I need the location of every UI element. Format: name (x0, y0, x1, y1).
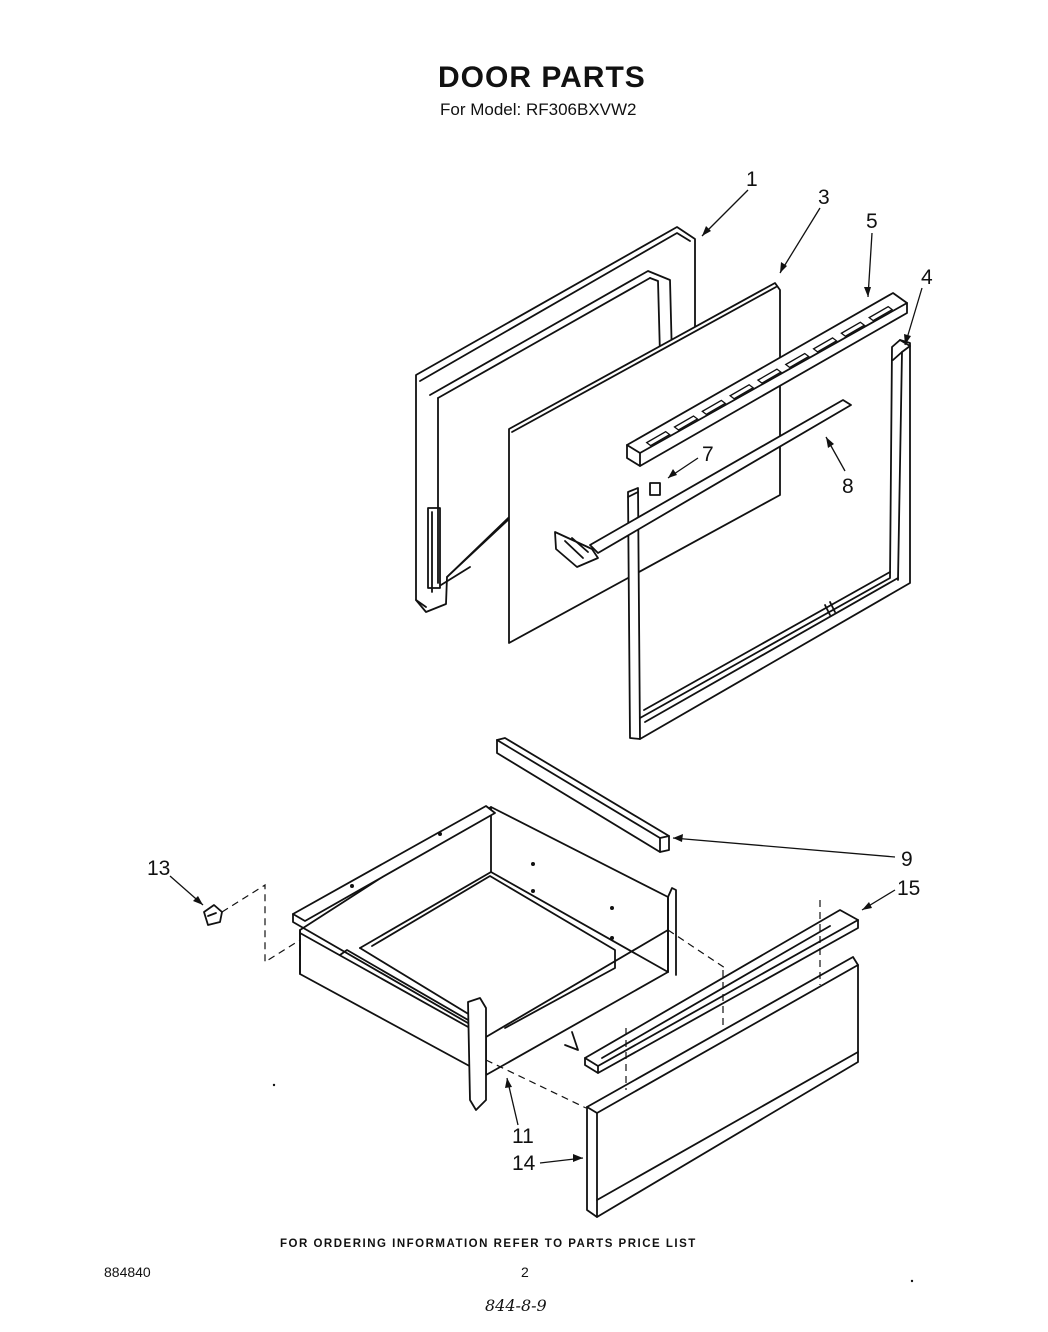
part-13-roller (203, 904, 223, 926)
vent-slot (673, 415, 699, 431)
document-code: 884840 (104, 1264, 151, 1280)
vent-slot (701, 399, 727, 416)
page-subtitle: For Model: RF306BXVW2 (440, 100, 637, 119)
callout-5: 5 (866, 210, 878, 233)
part-4-door-liner (627, 339, 911, 740)
drawer-hole (531, 889, 535, 893)
assembly-lines (221, 883, 821, 1109)
scan-speck (272, 1083, 276, 1087)
part-9-seal-strip (496, 737, 670, 853)
part-14-drawer-front (586, 956, 859, 1218)
drawer-hole (350, 884, 354, 888)
callout-14: 14 (512, 1152, 536, 1175)
drawer-hole (610, 906, 614, 910)
callout-4: 4 (921, 266, 933, 289)
vent-slot (868, 305, 894, 322)
callout-11: 11 (512, 1125, 534, 1148)
callout-13: 13 (147, 857, 170, 880)
vent-slot (645, 430, 671, 447)
vent-slot (784, 352, 810, 369)
drawer-hole (610, 936, 614, 940)
vent-slot (756, 368, 783, 384)
part-8-handle (554, 399, 852, 568)
drawer-hole (438, 832, 442, 836)
leader-arrowheads (193, 226, 911, 1162)
callout-9: 9 (901, 848, 913, 871)
callout-3: 3 (818, 186, 830, 209)
vent-slots (645, 305, 894, 447)
vent-slot (840, 321, 866, 338)
scan-speck (910, 1279, 914, 1283)
page-number: 2 (521, 1264, 529, 1280)
vent-slot (728, 383, 755, 400)
callout-8: 8 (842, 475, 854, 498)
drawer-holes (350, 832, 614, 940)
callout-leaders (169, 189, 923, 1164)
part-15-drawer-trim (584, 909, 859, 1074)
callout-15: 15 (897, 877, 920, 900)
callout-7: 7 (702, 443, 714, 466)
ordering-note: FOR ORDERING INFORMATION REFER TO PARTS … (280, 1238, 697, 1250)
callout-1: 1 (746, 168, 758, 191)
page-title: DOOR PARTS (438, 61, 646, 94)
part-11-drawer (292, 805, 677, 1111)
handwritten-note: 844-8-9 (485, 1296, 547, 1315)
drawer-hole (531, 862, 535, 866)
vent-slot (812, 337, 838, 353)
part-7-clip (649, 482, 661, 496)
